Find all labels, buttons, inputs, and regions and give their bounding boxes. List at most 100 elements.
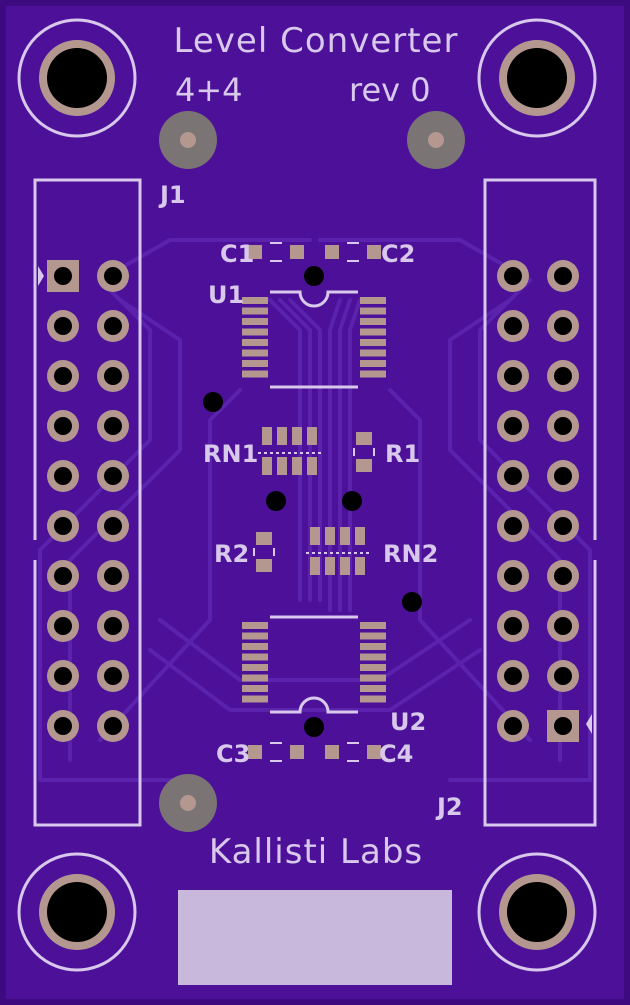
u1-pads	[242, 297, 386, 378]
rn2-bottom-pad	[355, 557, 365, 575]
u1-right-pad	[360, 360, 386, 367]
c1-pad-b	[290, 245, 304, 259]
u2-left-pad	[242, 674, 268, 682]
designator-j2: J2	[435, 793, 463, 821]
u2-right-pad	[360, 653, 386, 661]
c4-pad-b	[367, 745, 381, 759]
via-5	[402, 592, 422, 612]
j1-pin-drill	[54, 617, 72, 635]
rn1-bottom-pad	[262, 457, 272, 475]
j1-pin-drill	[104, 617, 122, 635]
j2-pin-drill	[554, 367, 572, 385]
j2-pin-drill	[554, 517, 572, 535]
rn2-bottom-pad	[310, 557, 320, 575]
j1-outline	[33, 178, 142, 827]
j2-pin-drill	[504, 267, 522, 285]
mounting-hole-ring-4	[477, 852, 597, 972]
rn2-top-pad	[310, 527, 320, 545]
j2-pin-drill	[504, 417, 522, 435]
u1-right-pad	[360, 349, 386, 357]
designator-c4: C4	[379, 740, 413, 768]
u2-left-pad	[242, 653, 268, 661]
j1-pin-drill	[104, 517, 122, 535]
j2-pin-drill	[554, 717, 572, 735]
r2-pad-b	[256, 559, 272, 572]
rn2-top-pad	[325, 527, 335, 545]
designator-r2: R2	[214, 540, 249, 568]
j1-pin-drill	[54, 367, 72, 385]
via-4	[342, 491, 362, 511]
rn2-pads	[310, 527, 365, 575]
c1-pad-a	[248, 245, 262, 259]
j1-pin-drill	[104, 467, 122, 485]
designator-rn2: RN2	[383, 540, 438, 568]
u2-left-pad	[242, 622, 268, 629]
u1-left-pad	[242, 328, 268, 336]
rn1-pads	[262, 427, 317, 475]
c2-pad-b	[367, 245, 381, 259]
j1-pin-drill	[104, 567, 122, 585]
j1-pins	[47, 260, 129, 742]
u1-left-pad	[242, 339, 268, 346]
designator-rn1: RN1	[203, 440, 258, 468]
rn2-top-pad	[355, 527, 365, 545]
c3-pad-b	[290, 745, 304, 759]
u1-left-pad	[242, 307, 268, 315]
j2-pin-drill	[504, 567, 522, 585]
rn1-bottom-pad	[307, 457, 317, 475]
c3-pad-a	[248, 745, 262, 759]
designator-c1: C1	[220, 240, 254, 268]
u1-outline-top	[270, 290, 358, 308]
u2-left-pad	[242, 664, 268, 671]
fiducials	[159, 111, 465, 832]
u2-pads	[242, 622, 386, 703]
designator-r1: R1	[385, 440, 420, 468]
mounting-hole-drill-4	[507, 882, 567, 942]
u2-right-pad	[360, 643, 386, 650]
mounting-hole-drill-1	[47, 48, 107, 108]
u1-right-pad	[360, 297, 386, 304]
j2-pin-drill	[554, 567, 572, 585]
j2-pin-drill	[504, 467, 522, 485]
j2-pin-drill	[554, 667, 572, 685]
u2-left-pad	[242, 643, 268, 650]
j1-pin-drill	[104, 667, 122, 685]
j2-pin-drill	[504, 517, 522, 535]
j2-pin-drill	[504, 717, 522, 735]
j1-pin-drill	[54, 567, 72, 585]
r2-pad-a	[256, 532, 272, 545]
j2-pin-drill	[504, 667, 522, 685]
via-1	[304, 266, 324, 286]
ic-u1	[242, 290, 386, 389]
fiducial-center-3	[180, 795, 196, 811]
j2-pins	[497, 260, 579, 742]
mounting-hole-drill-3	[47, 882, 107, 942]
ic-u2	[242, 615, 386, 714]
u2-right-pad	[360, 632, 386, 640]
designator-j1: J1	[158, 181, 186, 209]
j1-pin-drill	[104, 417, 122, 435]
u1-right-pad	[360, 339, 386, 346]
j2-outline	[483, 178, 597, 827]
vias	[203, 266, 422, 737]
j2-pin-drill	[504, 367, 522, 385]
j2-pin-drill	[554, 467, 572, 485]
designator-c3: C3	[216, 740, 250, 768]
u1-left-pad	[242, 318, 268, 325]
board-maker: Kallisti Labs	[209, 832, 423, 872]
passive-components	[248, 242, 381, 762]
j2-pin-drill	[554, 317, 572, 335]
j1-pin-drill	[54, 317, 72, 335]
connector-j1	[33, 178, 142, 827]
j1-pin-drill	[104, 317, 122, 335]
board-config: 4+4	[175, 71, 243, 109]
rn2-top-pad	[340, 527, 350, 545]
rn1-bottom-pad	[292, 457, 302, 475]
j1-pin-drill	[54, 667, 72, 685]
rn2-bottom-pad	[325, 557, 335, 575]
fiducial-center-1	[180, 132, 196, 148]
board-soldermask	[6, 6, 624, 999]
rn1-top-pad	[307, 427, 317, 445]
j1-pin1-arrow	[38, 266, 44, 286]
